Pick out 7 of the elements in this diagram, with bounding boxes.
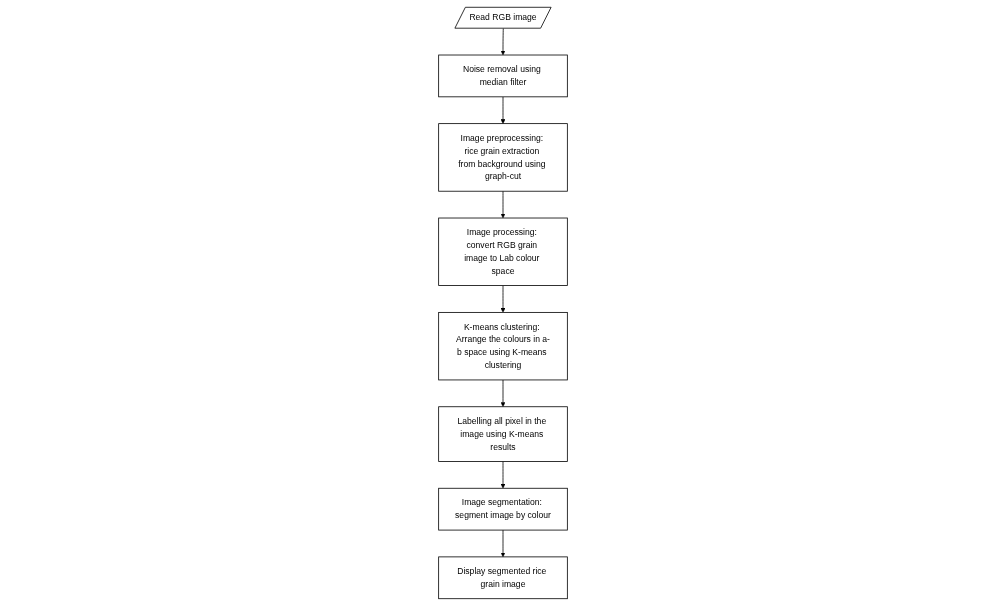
node-box: Image segmentation: segment image by colour bbox=[437, 487, 568, 530]
node-box: Labelling all pixel in the image using K-means results bbox=[437, 405, 568, 462]
node-box: K-means clustering: Arrange the colours in a-b space using K-means clustering bbox=[437, 311, 568, 380]
node-box: Display segmented rice grain image bbox=[437, 556, 568, 599]
node-box: Image processing: convert RGB grain image to Lab colour space bbox=[437, 217, 568, 286]
node-box: Image preprocessing: rice grain extraction from background using graph-cut bbox=[437, 122, 568, 192]
node-box: Noise removal using median filter bbox=[437, 54, 568, 97]
